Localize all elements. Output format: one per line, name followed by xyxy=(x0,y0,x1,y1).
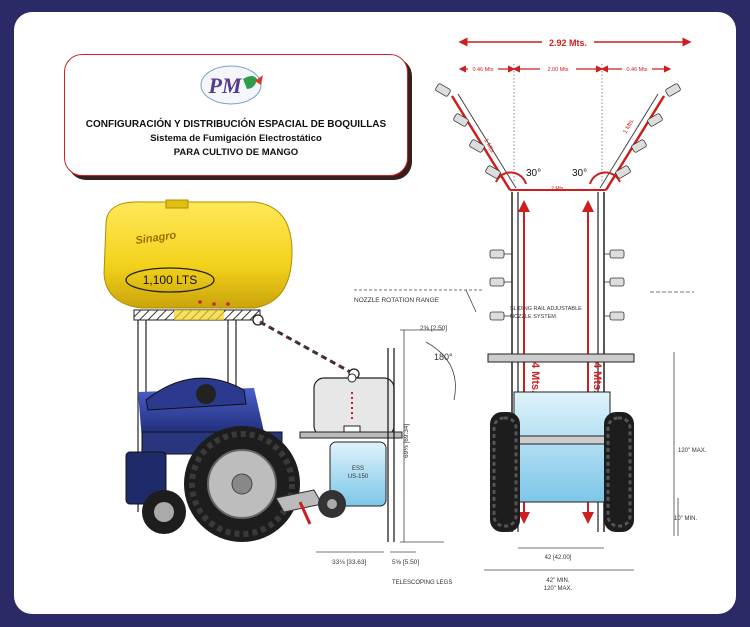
supply-hose xyxy=(259,320,355,376)
left-segment-label: 0.46 Mts xyxy=(472,67,493,73)
title-box: PM CONFIGURACIÓN Y DISTRIBUCIÓN ESPACIAL… xyxy=(64,54,408,176)
title-line-1: CONFIGURACIÓN Y DISTRIBUCIÓN ESPACIAL DE… xyxy=(85,119,387,130)
capacity-oval xyxy=(125,267,215,293)
tractor xyxy=(125,377,323,542)
small-tank-brand: ESS xyxy=(352,466,364,472)
dim-120-max-bottom: 120" MAX. xyxy=(544,586,573,592)
dim-33-63: 33⅛ [33.63] xyxy=(332,559,367,566)
side-nozzles xyxy=(489,249,625,321)
diagram-canvas: Sinagro 1,100 LTS xyxy=(103,36,707,592)
front-view-sprayer xyxy=(487,353,635,532)
dim-10-min: 10" MIN. xyxy=(674,516,697,522)
angle-left-label: 30° xyxy=(526,168,541,179)
title-line-3: PARA CULTIVO DE MANGO xyxy=(173,147,299,158)
front-dimension-lines xyxy=(484,291,694,571)
dim-42-min: 42" MIN. xyxy=(546,578,569,584)
side-view-sprayer: ESS US-150 xyxy=(299,348,403,542)
tank-capacity-label: 1,100 LTS xyxy=(143,273,197,287)
small-tank-model: US-150 xyxy=(348,474,369,480)
total-width-label: 2.92 Mts. xyxy=(549,38,587,48)
top-bar-label: 2 Mts. xyxy=(551,186,565,192)
title-line-2: Sistema de Fumigación Electrostático xyxy=(150,133,322,144)
side-dimension-lines xyxy=(316,289,482,553)
top-dimensions: 2.92 Mts. 0.46 Mts 2.00 Mts 0.46 Mts xyxy=(458,36,692,182)
middle-segment-label: 2.00 Mts xyxy=(547,67,568,73)
dim-120-max: 120" MAX. xyxy=(678,448,707,454)
dim-5-50: 5⅝ [5.50] xyxy=(392,559,419,566)
arm-nozzles xyxy=(435,83,681,179)
telescoping-legs-label: TELESCOPING LEGS xyxy=(392,580,452,586)
angle-right-label: 30° xyxy=(572,168,587,179)
dim-69-34: 69⅛ [69.34] xyxy=(403,423,410,458)
dim-42-00: 42 [42.00] xyxy=(545,555,572,561)
nozzle-rotation-label: NOZZLE ROTATION RANGE xyxy=(354,297,440,304)
right-segment-label: 0.46 Mts xyxy=(626,67,647,73)
logo-text: PM xyxy=(208,73,243,98)
spray-arms xyxy=(450,93,666,191)
main-tank: Sinagro 1,100 LTS xyxy=(103,199,293,309)
sliding-rail-label-2: NOZZLE SYSTEM xyxy=(510,314,556,320)
angle-180-label: 180° xyxy=(434,352,453,362)
height-right-label: 4 Mts. xyxy=(591,362,603,393)
tank-brand-label: Sinagro xyxy=(135,229,177,247)
diagram-panel: Sinagro 1,100 LTS xyxy=(14,12,736,614)
dim-2-50: 2⅝ [2.50] xyxy=(420,325,447,332)
pm-logo: PM xyxy=(200,65,263,105)
sliding-rail-label-1: SLIDING RAIL ADJUSTABLE xyxy=(510,306,582,312)
height-left-label: 4 Mts. xyxy=(529,362,541,393)
